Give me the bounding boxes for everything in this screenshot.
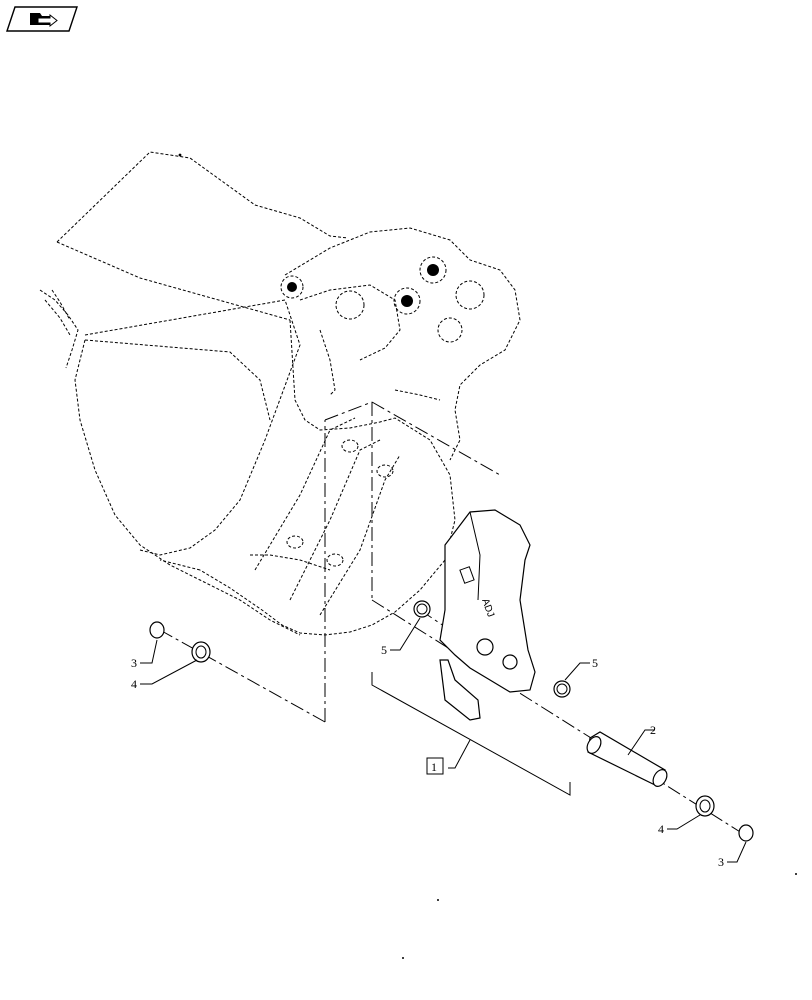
bucket-outline [39,151,456,636]
callout-4-left: 4 [131,677,137,691]
assembly-centerlines [159,401,746,836]
callout-4-right: 4 [658,822,664,836]
item-1-box [426,757,444,775]
callout-1: 1 [431,760,437,774]
coupler-link-part: ADJ [439,509,536,721]
coupler-mount-outline [280,227,521,461]
washer-left [191,641,211,663]
retaining-ring-right [738,824,754,842]
bushing-part-left [413,600,431,618]
folder-arrow-icon [6,6,78,32]
callout-5-left: 5 [381,643,387,657]
leader-lines [140,617,747,863]
pin-part [586,731,668,787]
callout-3-right: 3 [718,855,724,869]
callout-5-right: 5 [592,656,598,670]
callout-2: 2 [650,723,656,737]
bushing-part-right [553,680,571,698]
assembly-bracket [371,672,571,796]
retaining-ring-left [149,621,165,639]
back-navigation-button[interactable] [6,6,78,32]
washer-right [695,795,715,817]
callout-3-left: 3 [131,656,137,670]
